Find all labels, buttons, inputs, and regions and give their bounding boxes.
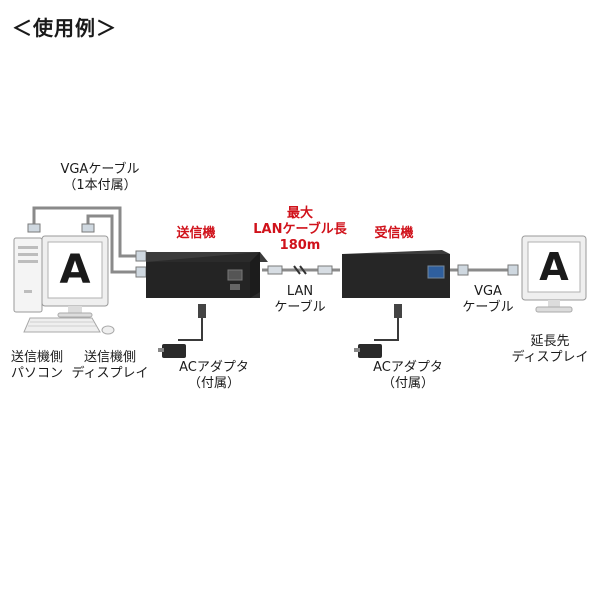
- vga-cable-label: VGAケーブル （1本付属）: [60, 162, 140, 193]
- vga-connector: [81, 223, 95, 233]
- vga-connector: [27, 223, 41, 233]
- max-length-label: 最大 LANケーブル長 180m: [253, 206, 347, 253]
- vga-connector: [135, 250, 147, 262]
- receiver-device: [342, 250, 450, 298]
- ac-adapter-left: [158, 304, 206, 358]
- vga-cable-right: [450, 264, 519, 276]
- tx-display-label: 送信機側 ディスプレイ: [71, 350, 149, 381]
- tx-pc-label: 送信機側 パソコン: [10, 350, 63, 381]
- transmitter-label: 送信機: [176, 226, 216, 241]
- vga-cable-top: [32, 206, 140, 274]
- ac-adapter-right-label: ACアダプタ （付属）: [373, 360, 443, 391]
- mouse: [101, 325, 115, 335]
- tx-monitor-screen-letter: A: [59, 247, 91, 293]
- tx-monitor: [41, 235, 109, 318]
- ac-adapter-left-label: ACアダプタ （付属）: [179, 360, 249, 391]
- ac-adapter-right: [354, 304, 402, 358]
- pc-tower: [13, 237, 43, 313]
- ext-monitor: [521, 235, 587, 313]
- lan-cable: [262, 265, 340, 275]
- page-title: ＜使用例＞: [12, 16, 117, 40]
- transmitter-device: [146, 252, 268, 298]
- keyboard: [23, 317, 101, 333]
- vga-connector: [135, 266, 147, 278]
- ext-display-label: 延長先 ディスプレイ: [511, 334, 589, 365]
- ext-monitor-screen-letter: A: [539, 245, 569, 289]
- vga-cable-right-label: VGA ケーブル: [462, 284, 514, 315]
- receiver-label: 受信機: [374, 226, 414, 241]
- lan-cable-label: LAN ケーブル: [274, 284, 326, 315]
